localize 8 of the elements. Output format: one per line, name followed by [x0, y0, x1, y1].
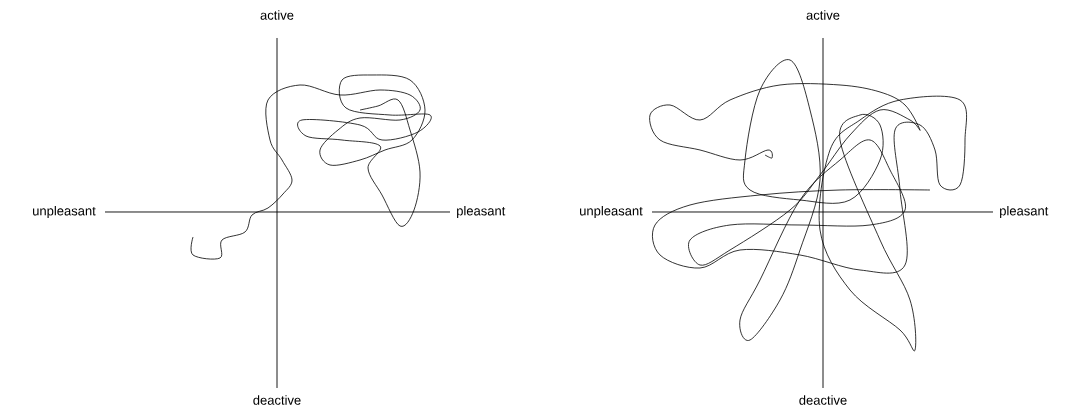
axis-label: deactive [799, 395, 847, 405]
axis-label: active [806, 10, 840, 20]
axis-label: deactive [253, 395, 301, 405]
axis-label: pleasant [457, 205, 506, 219]
axis-label: unpleasant [580, 205, 643, 219]
axis-label: active [260, 10, 294, 20]
axis-label: pleasant [1000, 205, 1049, 219]
axis-label: unpleasant [33, 205, 96, 219]
